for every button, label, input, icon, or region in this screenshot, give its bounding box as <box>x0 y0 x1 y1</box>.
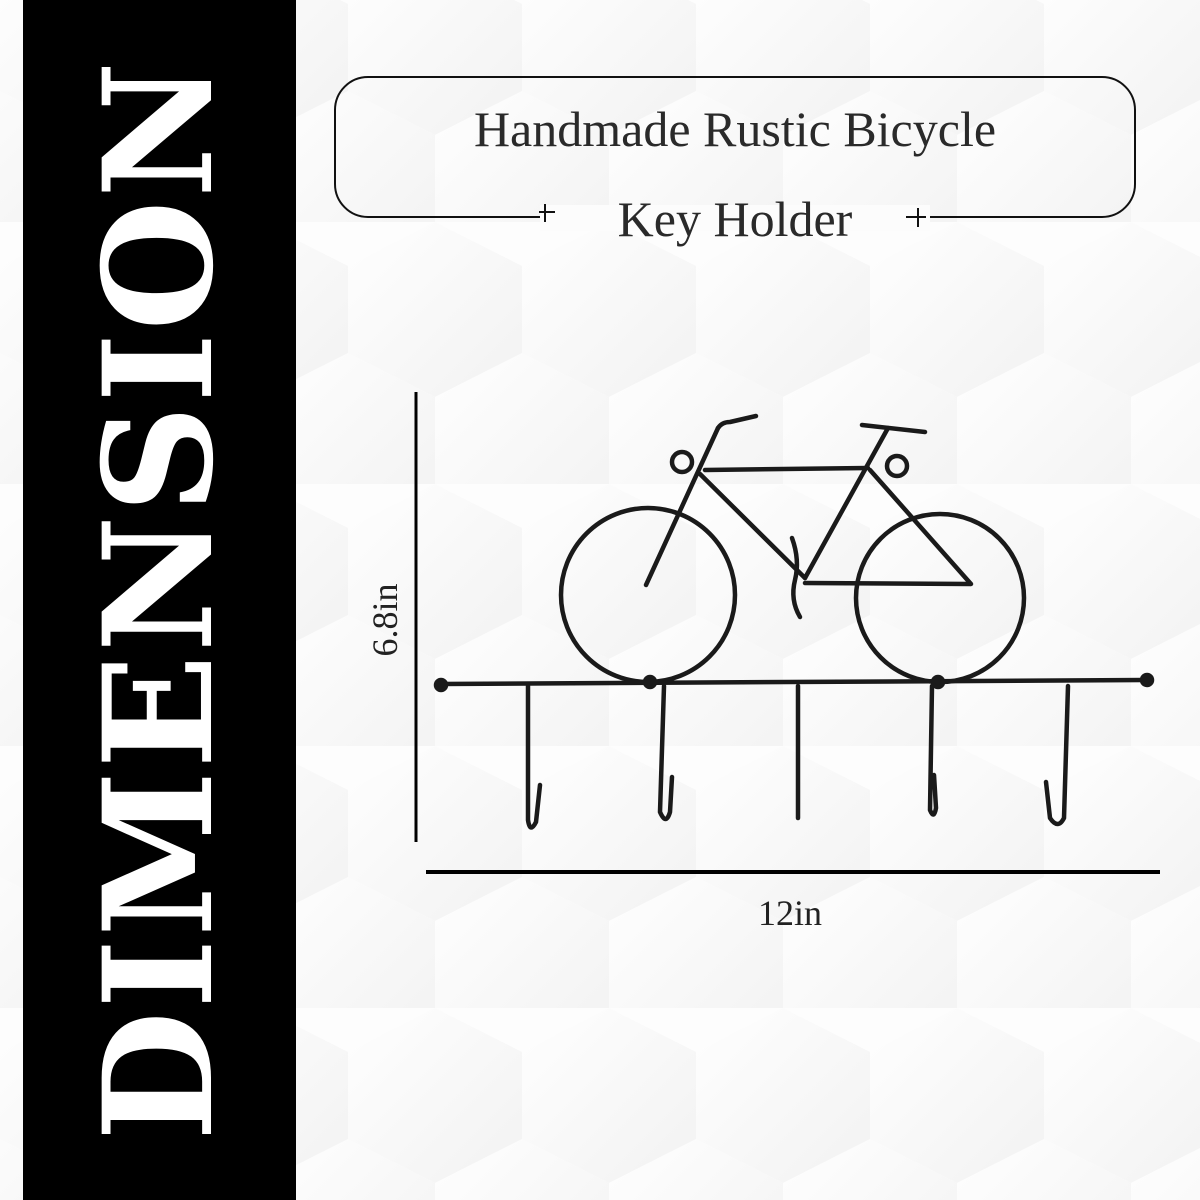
front-wheel-icon <box>558 505 738 685</box>
hook-4-icon <box>927 683 939 817</box>
rear-wheel-icon <box>853 511 1027 685</box>
width-label: 12in <box>757 893 823 933</box>
title-frame-gap <box>540 205 930 231</box>
hook-5-icon <box>1043 683 1071 827</box>
product-title-line2-wrap: Key Holder <box>334 190 1136 250</box>
product-title-line1: Handmade Rustic Bicycle <box>473 101 997 157</box>
product-title-line2: Key Holder <box>617 191 853 247</box>
dimension-banner <box>23 0 296 1200</box>
hook-1-icon <box>525 683 543 830</box>
hook-2-icon <box>657 683 675 822</box>
hanger-rail <box>437 677 1151 687</box>
